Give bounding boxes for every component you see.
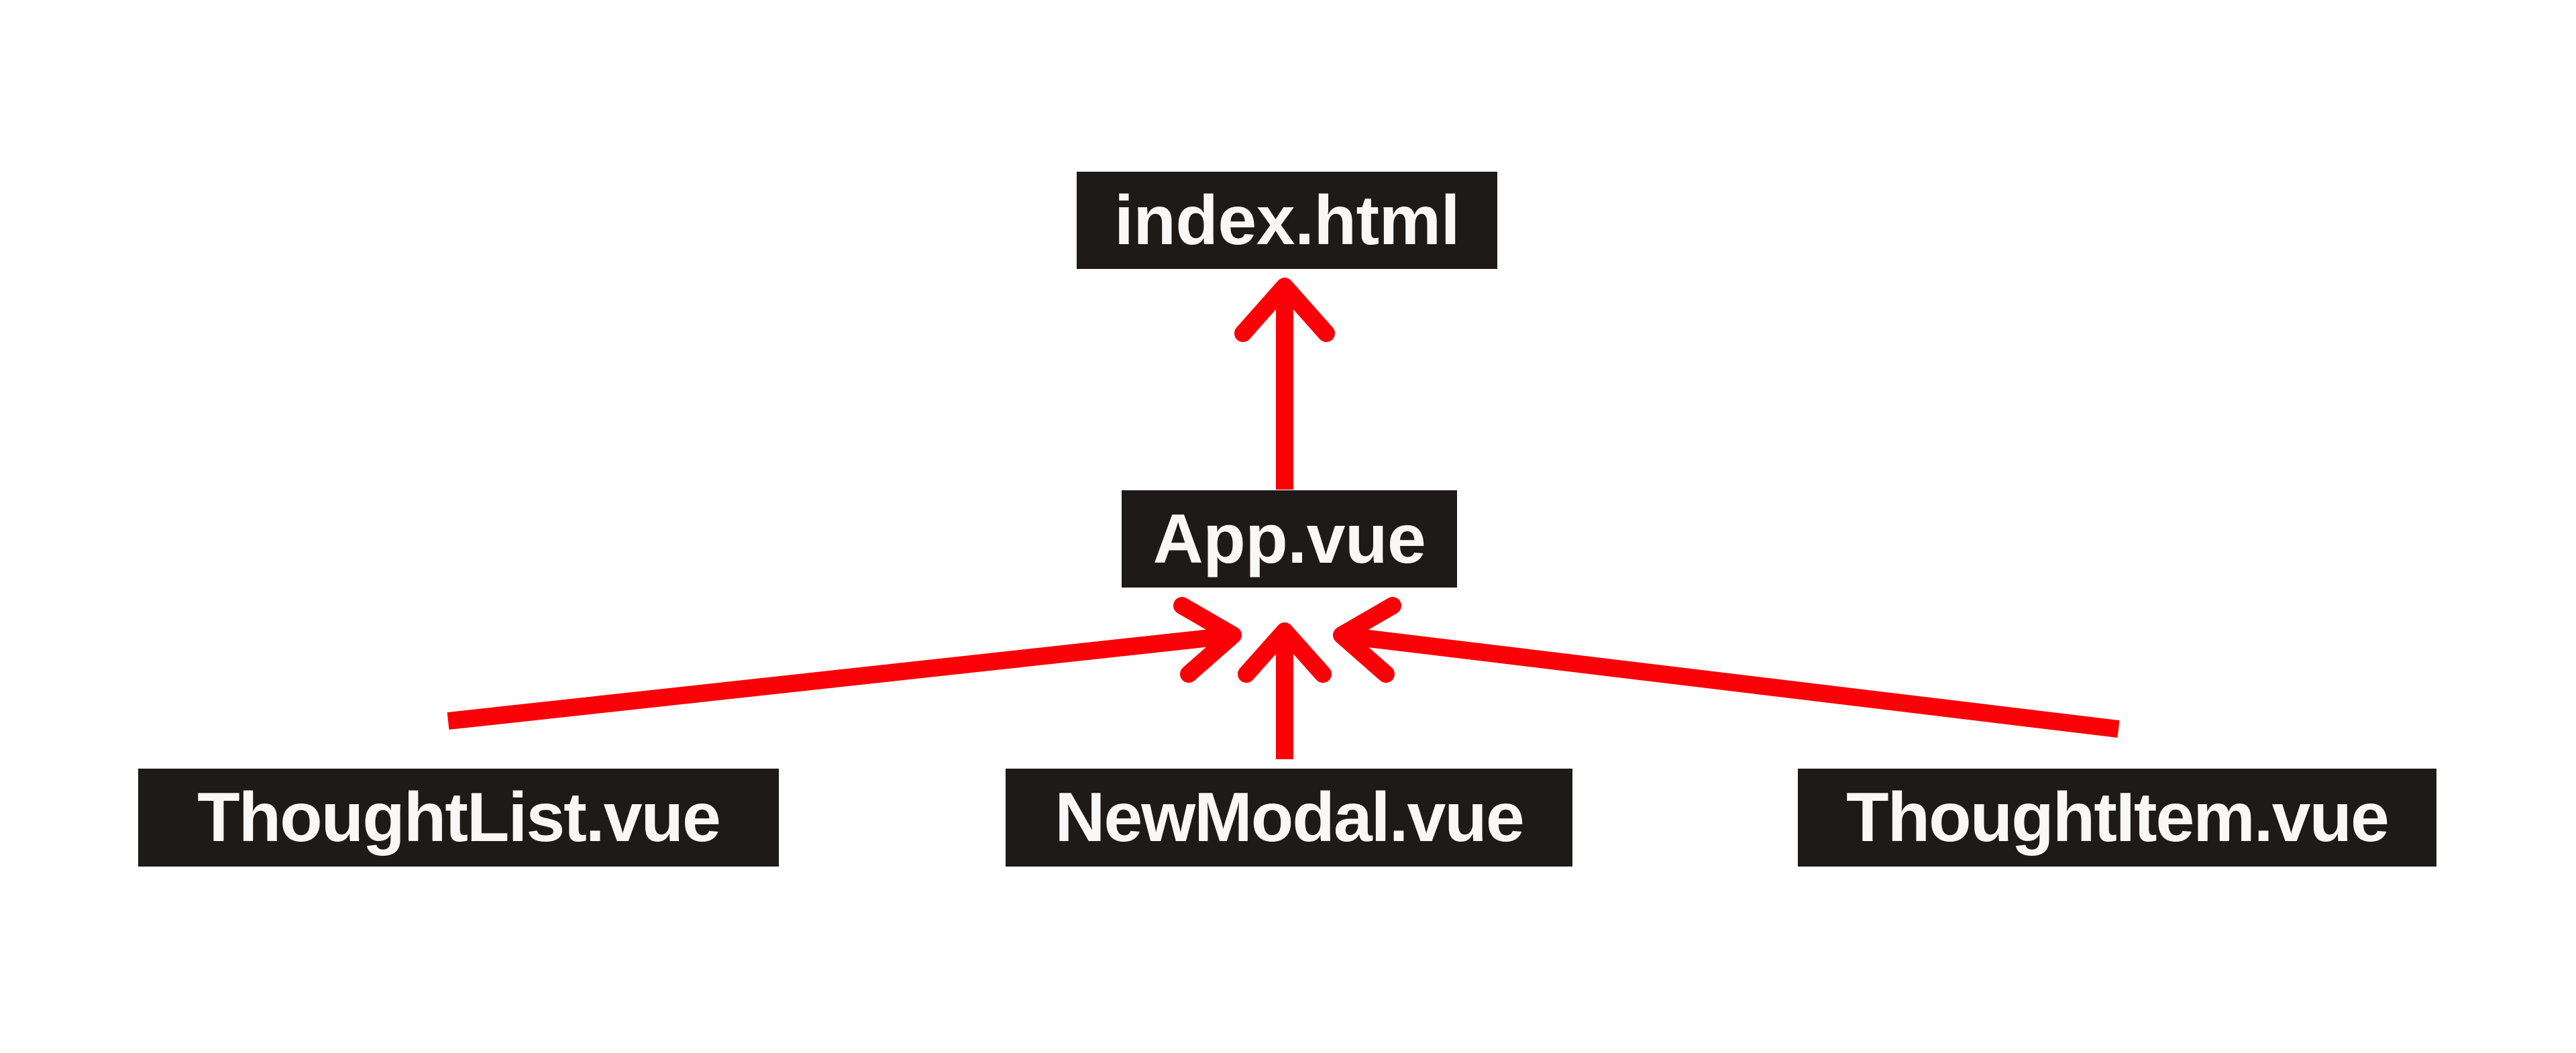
edge-thoughtitem-to-app-shaft: [1344, 627, 2120, 738]
node-index-html[interactable]: index.html: [1077, 172, 1497, 269]
edge-thoughtlist-to-app-shaft: [447, 627, 1230, 730]
edge-thoughtitem-to-app: [1333, 597, 2120, 738]
edge-thoughtlist-to-app: [447, 597, 1242, 730]
edge-app-to-index: [1234, 278, 1335, 490]
edge-thoughtitem-to-app-arrowhead: [1333, 597, 1401, 683]
node-app-vue[interactable]: App.vue: [1122, 490, 1457, 588]
node-thoughtitem-vue[interactable]: ThoughtItem.vue: [1798, 769, 2436, 867]
node-newmodal-vue[interactable]: NewModal.vue: [1006, 769, 1572, 867]
edge-app-to-index-arrowhead: [1234, 278, 1335, 342]
node-thoughtlist-vue[interactable]: ThoughtList.vue: [138, 769, 779, 867]
edge-newmodal-to-app-arrowhead: [1238, 622, 1332, 683]
edge-thoughtlist-to-app-arrowhead: [1173, 597, 1242, 683]
edge-newmodal-to-app: [1238, 622, 1332, 759]
